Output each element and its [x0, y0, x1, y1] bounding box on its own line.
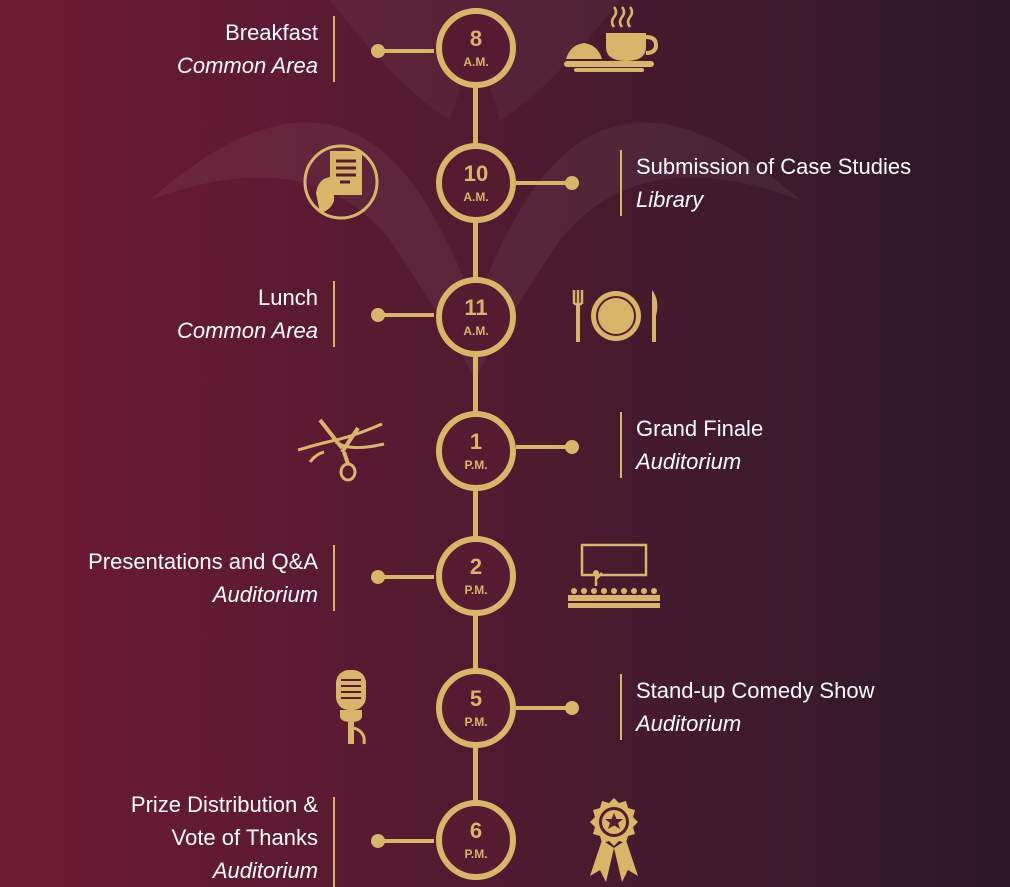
time-hour: 8 [469, 26, 483, 51]
time-node: 1 P.M. [436, 411, 516, 491]
time-period: P.M. [464, 847, 488, 861]
connector [371, 570, 434, 584]
event-label: Lunch Common Area [0, 281, 318, 347]
connector [371, 44, 434, 58]
event-title: Prize Distribution & Vote of Thanks [130, 792, 318, 850]
event-location: Auditorium [212, 582, 318, 607]
connector [371, 834, 434, 848]
time-node: 2 P.M. [436, 536, 516, 616]
time-hour: 11 [464, 295, 488, 320]
time-node: 5 P.M. [436, 668, 516, 748]
dinner-plate-icon [570, 288, 662, 344]
connector [371, 308, 434, 322]
audience-presentation-icon [566, 543, 662, 609]
time-hour: 10 [463, 161, 489, 186]
event-location: Common Area [176, 318, 318, 343]
event-location: Auditorium [636, 449, 742, 474]
time-node: 6 P.M. [436, 800, 516, 880]
divider [333, 545, 335, 611]
microphone-icon [330, 668, 376, 746]
time-hour: 1 [469, 429, 483, 454]
event-title: Lunch [258, 285, 318, 310]
event-label: Grand Finale Auditorium [636, 412, 1006, 478]
event-location: Library [636, 187, 704, 212]
event-title: Breakfast [225, 20, 318, 45]
award-badge-icon [584, 796, 644, 884]
time-node: 10 A.M. [436, 143, 516, 223]
event-location: Common Area [176, 53, 318, 78]
divider [620, 674, 622, 740]
connector [516, 176, 579, 190]
time-period: P.M. [464, 583, 488, 597]
divider [333, 797, 335, 887]
time-period: P.M. [464, 715, 488, 729]
connector [516, 440, 579, 454]
divider [620, 150, 622, 216]
event-title: Presentations and Q&A [88, 549, 318, 574]
document-hand-icon [302, 143, 380, 221]
time-period: P.M. [464, 458, 488, 472]
time-period: A.M. [463, 55, 489, 69]
event-title: Stand-up Comedy Show [636, 678, 875, 703]
time-node: 11 A.M. [436, 277, 516, 357]
event-label: Submission of Case Studies Library [636, 150, 1006, 216]
event-title: Grand Finale [636, 416, 764, 441]
divider [333, 16, 335, 82]
time-hour: 2 [469, 554, 483, 579]
time-node: 8 A.M. [436, 8, 516, 88]
time-period: A.M. [463, 324, 489, 338]
event-location: Auditorium [212, 858, 318, 883]
time-hour: 6 [469, 818, 483, 843]
divider [333, 281, 335, 347]
breakfast-icon [562, 5, 658, 75]
time-period: A.M. [463, 190, 489, 204]
event-label: Prize Distribution & Vote of Thanks Audi… [0, 788, 318, 887]
ribbon-cutting-icon [296, 412, 386, 482]
divider [620, 412, 622, 478]
connector [516, 701, 579, 715]
time-hour: 5 [469, 686, 483, 711]
event-title: Submission of Case Studies [636, 154, 912, 179]
event-label: Stand-up Comedy Show Auditorium [636, 674, 1006, 740]
event-label: Breakfast Common Area [0, 16, 318, 82]
event-label: Presentations and Q&A Auditorium [0, 545, 318, 611]
event-location: Auditorium [636, 711, 742, 736]
